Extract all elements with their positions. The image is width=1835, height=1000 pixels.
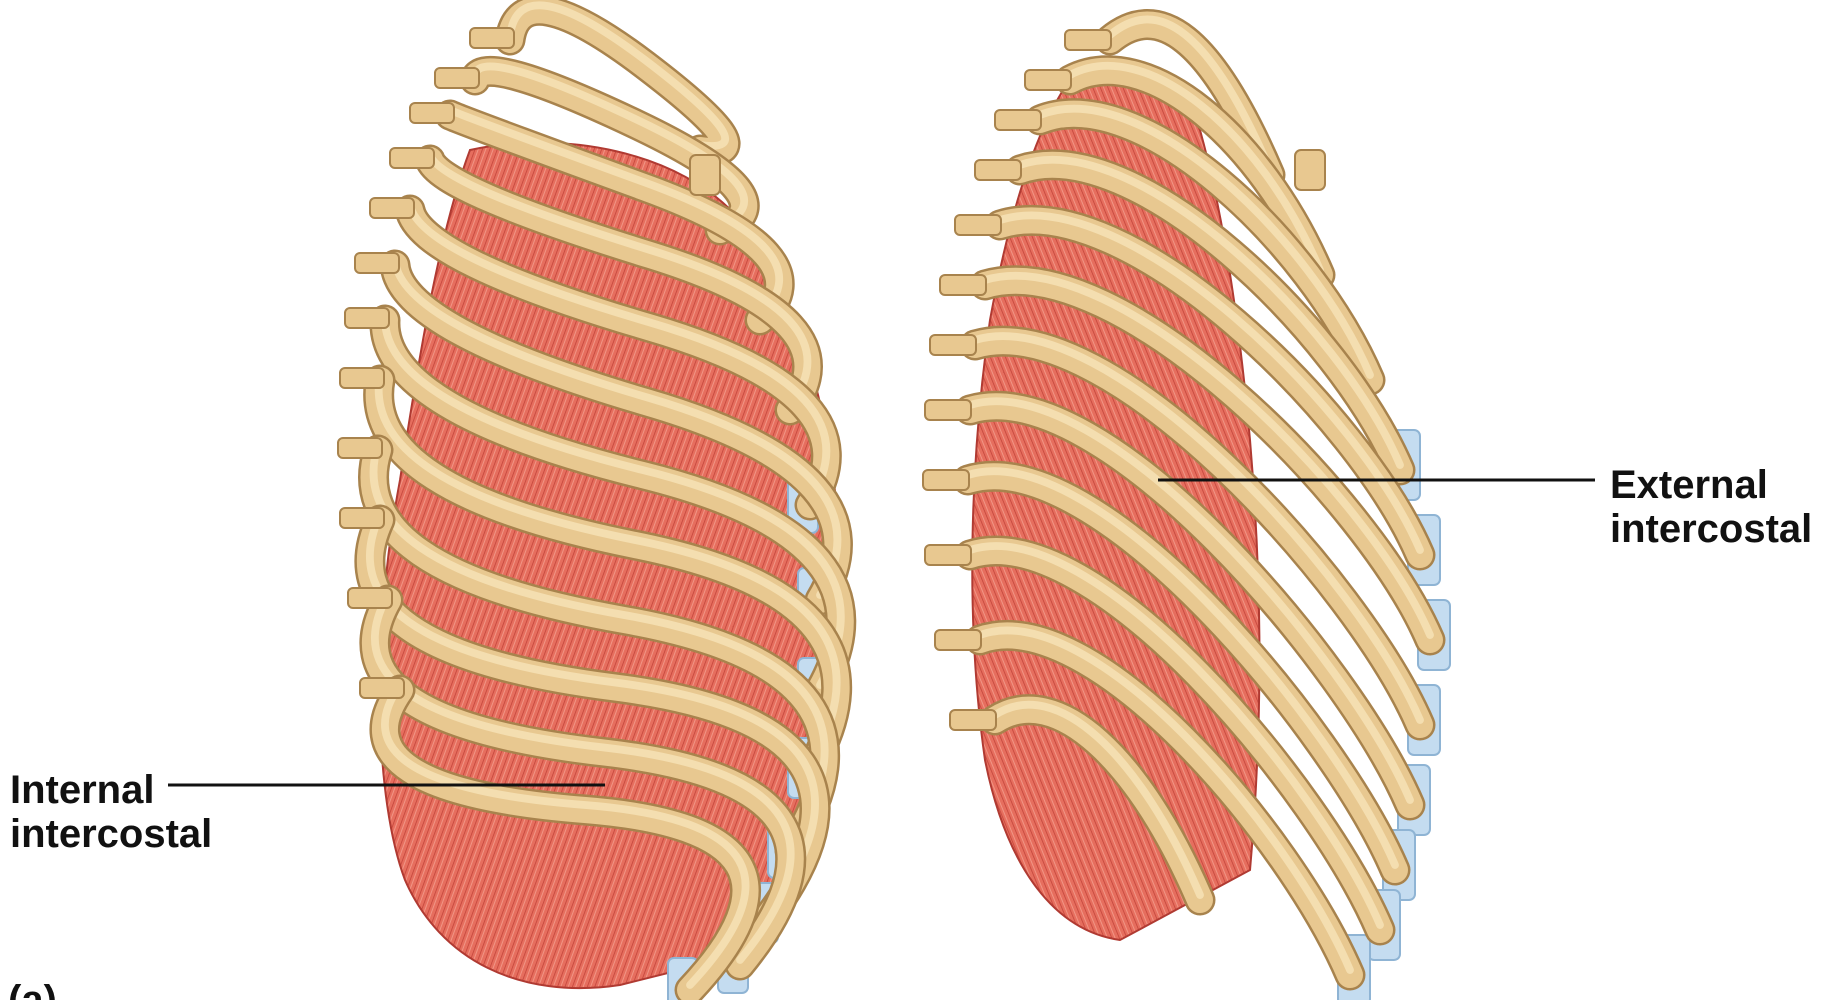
right-rib-cage	[923, 20, 1450, 1000]
left-vertebra-process	[360, 678, 404, 698]
right-vertebra-process	[1025, 70, 1071, 90]
external-intercostal-label: External intercostal	[1610, 463, 1812, 551]
left-vertebra-process	[340, 368, 384, 388]
right-sternum-top	[1295, 150, 1325, 190]
right-vertebra-process	[925, 400, 971, 420]
right-vertebra-process	[923, 470, 969, 490]
left-sternum-top	[690, 155, 720, 195]
external-intercostal-label-line2: intercostal	[1610, 507, 1812, 551]
left-vertebra-process	[355, 253, 399, 273]
left-vertebra-process	[370, 198, 414, 218]
right-vertebra-process	[935, 630, 981, 650]
left-vertebra-process	[348, 588, 392, 608]
left-vertebra-process	[435, 68, 479, 88]
right-vertebra-process	[955, 215, 1001, 235]
panel-label: (a)	[8, 978, 57, 1000]
internal-intercostal-label-line1: Internal	[10, 768, 212, 812]
left-vertebra-process	[345, 308, 389, 328]
external-intercostal-label-line1: External	[1610, 463, 1812, 507]
left-vertebra-process	[390, 148, 434, 168]
left-vertebra-process	[338, 438, 382, 458]
left-rib-cage	[338, 5, 841, 1000]
internal-intercostal-label: Internal intercostal	[10, 768, 212, 856]
right-vertebra-process	[925, 545, 971, 565]
right-vertebra-process	[930, 335, 976, 355]
left-vertebra-process	[340, 508, 384, 528]
internal-intercostal-label-line2: intercostal	[10, 812, 212, 856]
right-vertebra-process	[975, 160, 1021, 180]
right-vertebra-process	[940, 275, 986, 295]
right-vertebra-process	[950, 710, 996, 730]
right-vertebra-process	[995, 110, 1041, 130]
right-vertebra-process	[1065, 30, 1111, 50]
left-vertebra-process	[470, 28, 514, 48]
left-vertebra-process	[410, 103, 454, 123]
